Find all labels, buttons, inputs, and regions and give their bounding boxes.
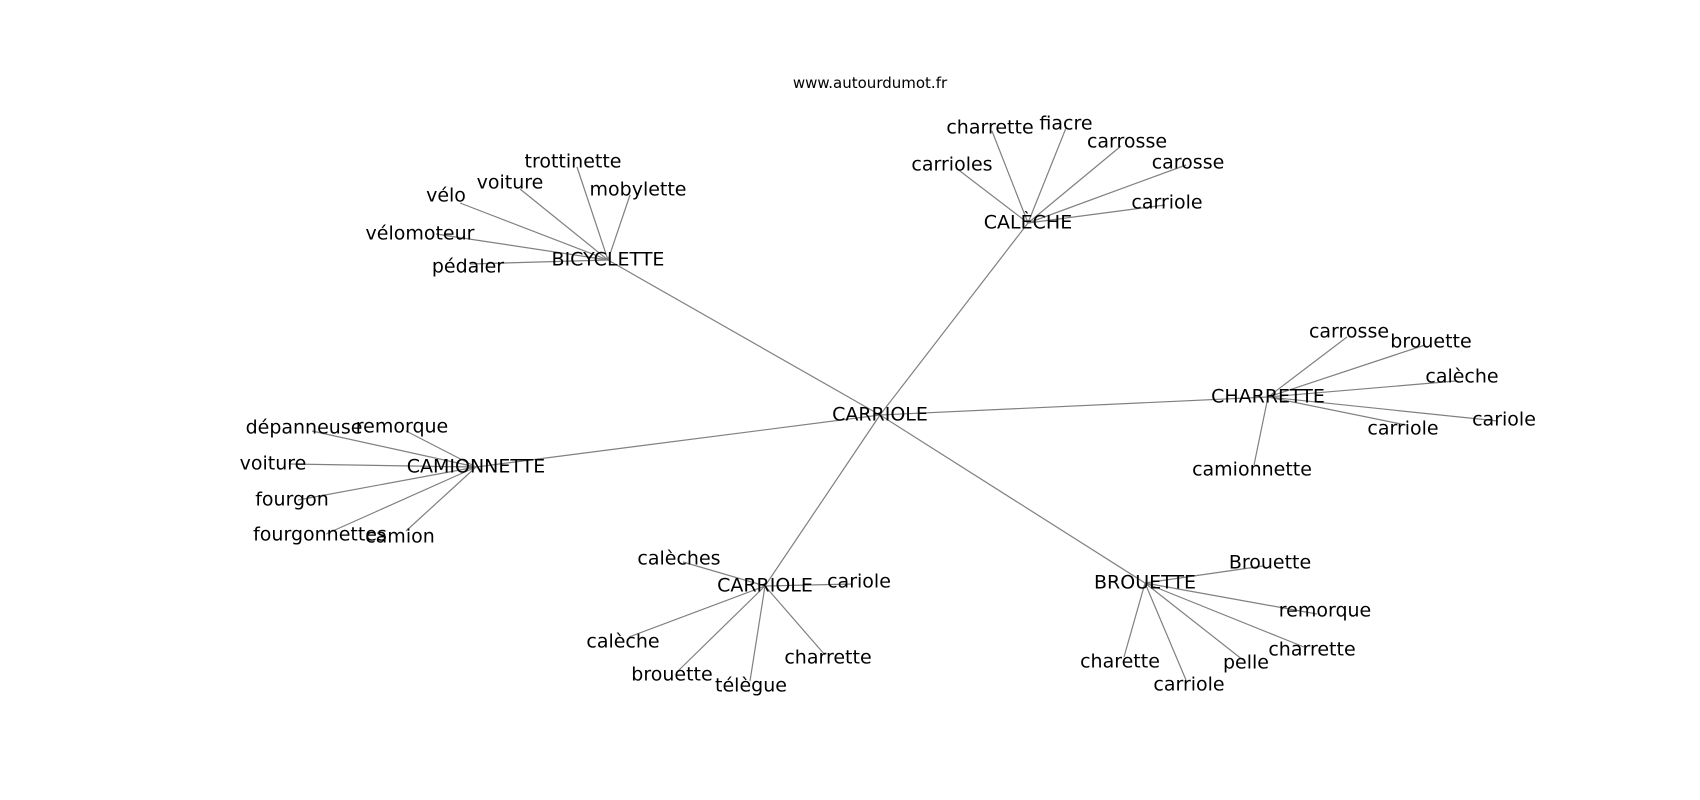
labels-layer: CARRIOLEBICYCLETTEtrottinettevoiturevélo…: [240, 113, 1536, 697]
edge-camionnette-leaf-5: [405, 466, 477, 532]
edge-bicyclette-leaf-5: [469, 259, 609, 265]
edge-camionnette-leaf-2: [289, 463, 477, 468]
leaf-node-bicyclette-3: mobylette: [590, 179, 687, 201]
edge-carriole-leaf-1: [764, 583, 854, 587]
leaf-node-caleche-0: charrette: [946, 117, 1033, 139]
leaf-node-caleche-1: fiacre: [1039, 113, 1092, 135]
leaf-node-charrette-0: carrosse: [1309, 321, 1389, 343]
cluster-node-brouette: BROUETTE: [1094, 572, 1196, 594]
leaf-node-brouette-0: Brouette: [1229, 552, 1311, 574]
edge-camionnette-leaf-1: [405, 430, 477, 468]
edge-bicyclette-leaf-4: [435, 233, 609, 261]
edge-carriole-leaf-4: [749, 585, 766, 682]
edge-root-carriole: [764, 414, 881, 587]
leaf-node-camionnette-2: voiture: [240, 453, 307, 475]
leaf-node-charrette-2: calèche: [1425, 366, 1498, 388]
edge-carriole-leaf-3: [677, 585, 766, 672]
edge-camionnette-leaf-0: [311, 430, 477, 468]
edge-charrette-leaf-2: [1267, 380, 1457, 398]
leaf-node-caleche-2: carrosse: [1087, 131, 1167, 153]
cluster-node-caleche: CALÈCHE: [984, 211, 1072, 234]
edge-charrette-leaf-5: [1253, 396, 1269, 466]
edge-camionnette-leaf-4: [325, 466, 477, 535]
leaf-node-carriole-1: cariole: [827, 571, 891, 593]
leaf-node-charrette-3: cariole: [1472, 409, 1536, 431]
edge-bicyclette-leaf-2: [459, 202, 609, 261]
leaf-node-carriole-0: calèches: [637, 548, 720, 570]
root-node-label: CARRIOLE: [832, 404, 928, 426]
leaf-node-brouette-4: charette: [1080, 651, 1160, 673]
leaf-node-caleche-3: carrioles: [911, 154, 992, 176]
leaf-node-charrette-1: brouette: [1390, 331, 1471, 353]
leaf-node-charrette-5: camionnette: [1192, 459, 1312, 481]
leaf-node-bicyclette-4: vélomoteur: [366, 223, 475, 245]
leaf-node-brouette-2: charrette: [1268, 639, 1355, 661]
edge-root-brouette: [879, 414, 1146, 584]
edge-caleche-leaf-2: [1027, 145, 1122, 224]
edge-caleche-leaf-4: [1027, 164, 1187, 224]
leaf-node-brouette-5: carriole: [1153, 674, 1224, 696]
edge-brouette-leaf-5: [1144, 582, 1187, 681]
edge-caleche-leaf-5: [1027, 204, 1166, 224]
cluster-node-carriole: CARRIOLE: [717, 575, 813, 597]
leaf-node-bicyclette-1: voiture: [477, 172, 544, 194]
leaf-node-camionnette-0: dépanneuse: [246, 417, 363, 439]
leaf-node-camionnette-5: camion: [365, 526, 435, 548]
edge-brouette-leaf-3: [1144, 582, 1244, 661]
edge-brouette-leaf-0: [1144, 565, 1264, 584]
leaf-node-caleche-4: carosse: [1152, 152, 1225, 174]
edge-caleche-leaf-3: [955, 167, 1029, 224]
edge-brouette-leaf-1: [1144, 582, 1318, 615]
edge-root-caleche: [879, 222, 1029, 416]
leaf-node-carriole-2: calèche: [586, 631, 659, 653]
leaf-node-carriole-4: télègue: [715, 675, 787, 697]
edge-charrette-leaf-1: [1267, 344, 1426, 398]
leaf-node-bicyclette-2: vélo: [426, 185, 466, 207]
edge-charrette-leaf-0: [1267, 336, 1348, 398]
leaf-node-camionnette-4: fourgonnettes: [253, 524, 387, 546]
edge-carriole-leaf-5: [764, 585, 826, 656]
edge-bicyclette-leaf-1: [519, 188, 609, 261]
edge-brouette-leaf-4: [1123, 582, 1146, 658]
edge-charrette-leaf-3: [1267, 396, 1499, 422]
edge-caleche-leaf-0: [991, 130, 1029, 224]
leaf-node-carriole-5: charrette: [784, 647, 871, 669]
leaf-node-charrette-4: carriole: [1367, 418, 1438, 440]
edge-caleche-leaf-1: [1027, 127, 1067, 224]
cluster-node-bicyclette: BICYCLETTE: [552, 249, 665, 271]
edge-root-camionnette: [475, 414, 881, 468]
edge-brouette-leaf-2: [1144, 582, 1305, 648]
cluster-node-camionnette: CAMIONNETTE: [407, 456, 546, 478]
leaf-node-brouette-1: remorque: [1279, 600, 1372, 622]
edge-camionnette-leaf-3: [297, 466, 477, 501]
edge-bicyclette-leaf-3: [607, 194, 631, 261]
edge-carriole-leaf-2: [628, 585, 766, 638]
edge-bicyclette-leaf-0: [576, 166, 609, 261]
leaf-node-brouette-3: pelle: [1223, 652, 1269, 674]
site-label: www.autourdumot.fr: [793, 74, 948, 92]
leaf-node-bicyclette-5: pédaler: [432, 256, 504, 278]
leaf-node-camionnette-1: remorque: [356, 416, 449, 438]
edge-charrette-leaf-4: [1267, 396, 1407, 426]
leaf-node-camionnette-3: fourgon: [255, 489, 329, 511]
edge-root-charrette: [879, 396, 1269, 416]
edges-layer: [289, 127, 1499, 682]
leaf-node-caleche-5: carriole: [1131, 192, 1202, 214]
leaf-node-bicyclette-0: trottinette: [525, 151, 622, 173]
edge-root-bicyclette: [607, 259, 881, 416]
cluster-node-charrette: CHARRETTE: [1211, 386, 1325, 408]
edge-carriole-leaf-0: [682, 561, 766, 587]
leaf-node-carriole-3: brouette: [631, 664, 712, 686]
